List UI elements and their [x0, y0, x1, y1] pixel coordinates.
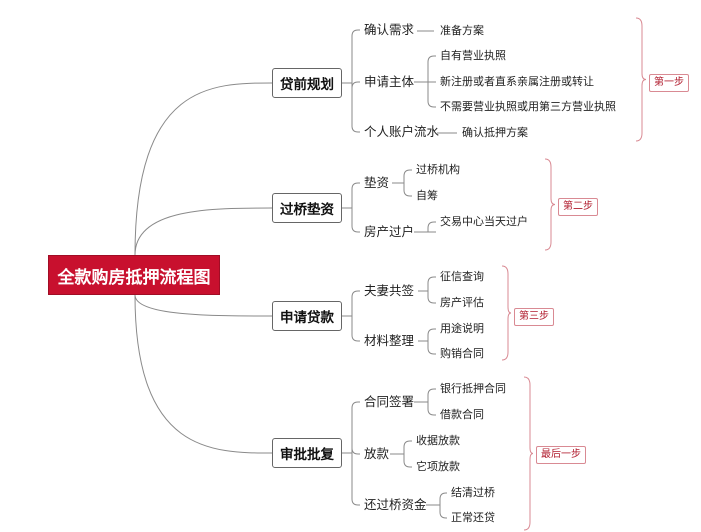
branch-node-pre-loan-planning: 贷前规划: [272, 68, 342, 98]
leaf-prepare-plan: 准备方案: [440, 24, 484, 37]
leaf-loan-contract: 借款合同: [440, 408, 484, 421]
item-applicant-entity: 申请主体: [364, 74, 415, 89]
item-joint-signing: 夫妻共签: [364, 283, 415, 298]
leaf-property-appraisal: 房产评估: [440, 296, 484, 309]
fan-connector: [351, 182, 360, 208]
fan-connector: [403, 440, 412, 454]
item-repay-bridge-funds: 还过桥资金: [364, 497, 427, 512]
fan-connector: [427, 276, 436, 291]
leaf-self-funded: 自筹: [416, 189, 438, 202]
leaf-other-rights-release: 它项放款: [416, 460, 460, 473]
item-contract-signing: 合同签署: [364, 394, 415, 409]
fan-connector: [427, 328, 436, 341]
fan-connector: [427, 55, 436, 82]
leaf-bank-mortgage-contract: 银行抵押合同: [440, 382, 506, 395]
leaf-receipt-release: 收据放款: [416, 434, 460, 447]
branch-node-approval: 审批批复: [272, 438, 342, 468]
root-to-branch-connector: [134, 294, 273, 454]
fan-connector: [439, 505, 447, 519]
root-to-branch-connector: [134, 82, 273, 256]
fan-connector: [427, 388, 436, 402]
leaf-normal-repayment: 正常还贷: [451, 511, 495, 524]
leaf-same-day-transfer: 交易中心当天过户: [440, 215, 528, 228]
item-confirm-requirement: 确认需求: [364, 22, 415, 37]
branch-node-bridge-funding: 过桥垫资: [272, 193, 342, 223]
fan-connector: [351, 208, 360, 233]
fan-connector: [427, 402, 436, 416]
fan-connector: [427, 82, 436, 108]
leaf-no-license-or-third-party: 不需要营业执照或用第三方营业执照: [440, 100, 616, 113]
leaf-settle-bridge: 结清过桥: [451, 486, 495, 499]
fan-connector: [351, 401, 360, 453]
branch-node-loan-application: 申请贷款: [272, 301, 342, 331]
fan-connector: [351, 290, 360, 316]
item-document-preparation: 材料整理: [364, 333, 415, 348]
curly-bracket: [635, 17, 647, 142]
leaf-purpose-statement: 用途说明: [440, 322, 484, 335]
fan-connector: [351, 453, 360, 506]
root-node-title: 全款购房抵押流程图: [48, 255, 220, 295]
fan-connector: [351, 83, 360, 133]
fan-connector: [351, 81, 360, 89]
curly-bracket: [523, 376, 534, 531]
leaf-own-business-license: 自有营业执照: [440, 49, 506, 62]
leaf-new-registration-or-transfer: 新注册或者直系亲属注册或转让: [440, 75, 594, 88]
fan-connector: [427, 341, 436, 355]
leaf-confirm-mortgage-plan: 确认抵押方案: [462, 126, 528, 139]
leaf-purchase-contract: 购销合同: [440, 347, 484, 360]
curly-bracket: [501, 265, 512, 361]
curly-bracket: [544, 158, 556, 251]
fan-connector: [427, 291, 436, 304]
step-label-third: 第三步: [514, 308, 554, 326]
fan-connector: [403, 454, 412, 468]
item-property-transfer: 房产过户: [364, 224, 415, 239]
leaf-bridge-institution: 过桥机构: [416, 163, 460, 176]
fan-connector: [439, 492, 447, 505]
step-label-first: 第一步: [649, 74, 689, 92]
leaf-credit-check: 征信查询: [440, 270, 484, 283]
item-loan-release: 放款: [364, 446, 390, 461]
fan-connector: [351, 29, 360, 83]
fan-connector: [351, 316, 360, 342]
fan-connector: [403, 183, 412, 197]
step-label-final: 最后一步: [536, 446, 586, 464]
fan-connector: [403, 169, 412, 183]
item-advance-funding: 垫资: [364, 175, 390, 190]
fan-connector: [351, 447, 360, 455]
item-personal-account-statement: 个人账户流水: [364, 124, 440, 139]
fan-connector: [427, 221, 436, 232]
root-to-branch-connector: [134, 294, 273, 317]
step-label-second: 第二步: [558, 198, 598, 216]
root-to-branch-connector: [134, 207, 273, 256]
